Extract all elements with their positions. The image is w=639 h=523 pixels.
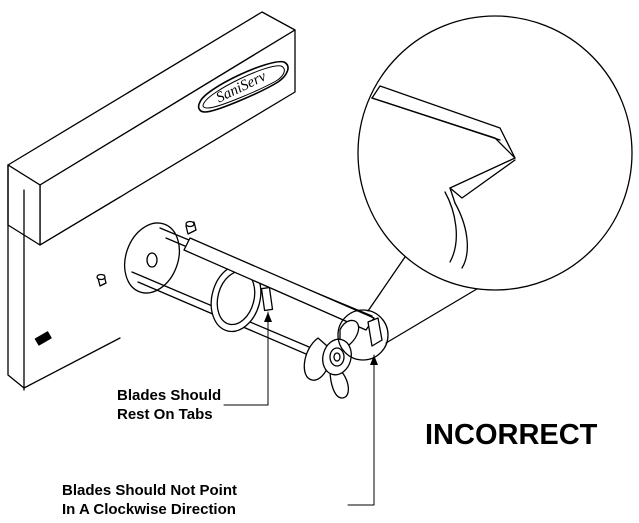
- label-line: In A Clockwise Direction: [62, 501, 236, 518]
- leader-clockwise: [347, 354, 378, 506]
- mounting-pin: [96, 273, 107, 287]
- status-incorrect: INCORRECT: [425, 419, 598, 451]
- blade-tab: [260, 286, 274, 312]
- label-blades-rest-on-tabs: Blades Should Rest On Tabs: [117, 386, 221, 424]
- dasher-assembly: [123, 222, 383, 399]
- label-line: Rest On Tabs: [117, 406, 213, 423]
- label-line: Blades Should Not Point: [62, 482, 237, 499]
- mounting-pin: [185, 220, 197, 235]
- leader-tabs: [223, 311, 272, 406]
- label-line: Blades Should: [117, 387, 222, 404]
- slot-icon: [34, 331, 52, 346]
- label-blades-clockwise: Blades Should Not Point In A Clockwise D…: [62, 481, 237, 519]
- detail-spot: [337, 309, 389, 361]
- detail-magnifier: [357, 15, 633, 291]
